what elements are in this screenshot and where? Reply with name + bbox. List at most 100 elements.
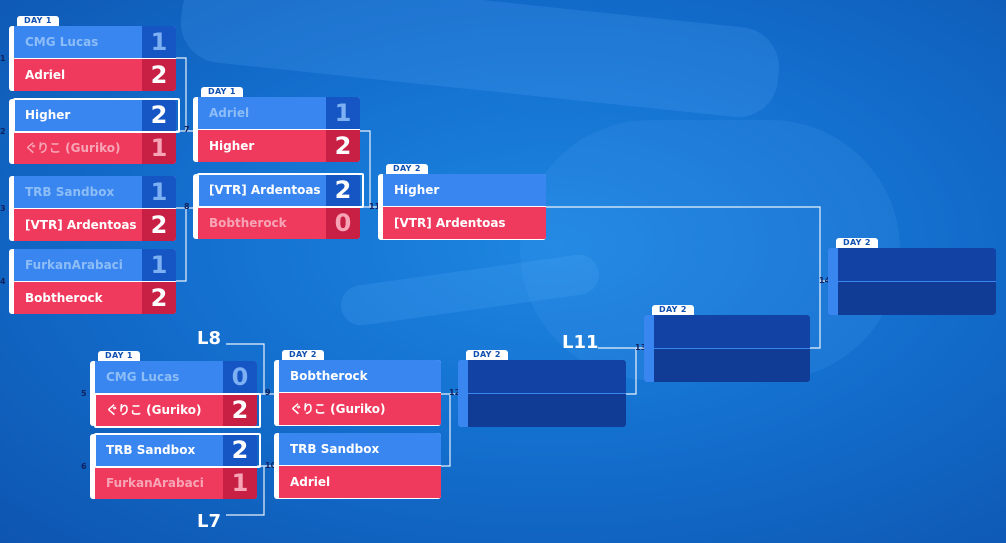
team-name: FurkanArabaci (106, 476, 204, 490)
team-name: Adriel (290, 475, 331, 489)
team-name: TRB Sandbox (25, 185, 115, 199)
team-row[interactable]: Bobtherock 2 (14, 282, 176, 314)
match-card: FurkanArabaci 1 Bobtherock 2 (9, 249, 176, 314)
empty-team-slot[interactable] (468, 394, 626, 427)
team-name: [VTR] Ardentoas (209, 183, 321, 197)
team-name: Adriel (209, 106, 250, 120)
connector (176, 57, 194, 132)
team-score: 2 (142, 59, 176, 91)
team-name: ぐりこ (Guriko) (106, 403, 202, 417)
match-number: 11 (369, 202, 381, 211)
team-name: Higher (209, 139, 255, 153)
team-score: 2 (223, 434, 257, 466)
team-score: 2 (142, 209, 176, 241)
match-number: 6 (81, 462, 87, 471)
team-name: Bobtherock (290, 369, 368, 383)
match-card: Higher [VTR] Ardentoas (378, 174, 546, 240)
team-row[interactable]: TRB Sandbox 1 (14, 176, 176, 208)
team-score: 2 (326, 174, 360, 206)
team-row[interactable]: ぐりこ (Guriko) 1 (14, 132, 176, 164)
team-score: 1 (142, 249, 176, 281)
match-9[interactable]: DAY 2 9 Bobtherock ぐりこ (Guriko) (265, 350, 441, 426)
empty-team-slot[interactable] (838, 248, 996, 281)
match-11[interactable]: DAY 2 11 Higher [VTR] Ardentoas (369, 164, 546, 240)
day-tab: DAY 2 (282, 350, 324, 360)
team-name: Bobtherock (25, 291, 103, 305)
team-row[interactable]: Adriel 1 (198, 97, 360, 129)
match-number: 2 (0, 127, 6, 136)
day-tab: DAY 1 (98, 351, 140, 361)
match-number: 13 (635, 343, 647, 352)
empty-team-slot[interactable] (654, 349, 810, 382)
team-name: Bobtherock (209, 216, 287, 230)
team-row[interactable]: FurkanArabaci 1 (14, 249, 176, 281)
connector (360, 130, 378, 208)
team-row[interactable]: ぐりこ (Guriko) (279, 393, 441, 425)
match-10[interactable]: 10 TRB Sandbox Adriel (265, 433, 441, 499)
team-row[interactable]: [VTR] Ardentoas (383, 207, 546, 239)
team-name: Higher (394, 183, 440, 197)
team-row[interactable]: FurkanArabaci 1 (95, 467, 257, 499)
day-tab: DAY 1 (17, 16, 59, 26)
match-6[interactable]: 6 TRB Sandbox 2 FurkanArabaci 1 (81, 433, 261, 499)
team-name: Higher (25, 108, 71, 122)
day-tab: DAY 2 (466, 350, 508, 360)
team-row[interactable]: TRB Sandbox (279, 433, 441, 465)
connector (176, 207, 187, 282)
team-name: TRB Sandbox (106, 443, 196, 457)
team-score: 1 (142, 132, 176, 164)
empty-team-slot[interactable] (468, 360, 626, 393)
match-12[interactable]: DAY 2 12 (449, 350, 626, 427)
team-name: ぐりこ (Guriko) (25, 141, 121, 155)
team-row[interactable]: ぐりこ (Guriko)2 (95, 394, 257, 426)
team-name: Adriel (25, 68, 66, 82)
day-tab: DAY 2 (836, 238, 878, 248)
team-row[interactable]: Adriel (279, 466, 441, 498)
team-name: CMG Lucas (106, 370, 180, 384)
empty-team-slot[interactable] (654, 315, 810, 348)
day-tab: DAY 2 (386, 164, 428, 174)
empty-team-slot[interactable] (838, 282, 996, 315)
team-score: 0 (326, 207, 360, 239)
empty-match-slot (458, 360, 626, 427)
team-name: TRB Sandbox (290, 442, 380, 456)
match-number: 14 (819, 276, 831, 285)
match-number: 10 (265, 461, 277, 470)
match-14[interactable]: DAY 2 14 (819, 238, 996, 315)
team-score: 2 (142, 282, 176, 314)
match-8[interactable]: 8 [VTR] Ardentoas 2 Bobtherock 0 (184, 173, 364, 239)
team-score: 1 (142, 176, 176, 208)
team-row[interactable]: TRB Sandbox 2 (95, 434, 257, 466)
match-number: 8 (184, 202, 190, 211)
match-number: 1 (0, 54, 6, 63)
team-row[interactable]: Bobtherock 0 (198, 207, 360, 239)
team-score: 1 (326, 97, 360, 129)
team-score: 1 (142, 26, 176, 58)
team-score: 1 (223, 467, 257, 499)
team-row[interactable]: [VTR] Ardentoas 2 (198, 174, 360, 206)
match-card: [VTR] Ardentoas 2 Bobtherock 0 (193, 174, 360, 239)
team-row[interactable]: Bobtherock (279, 360, 441, 392)
team-row[interactable]: Higher (383, 174, 546, 206)
team-name: FurkanArabaci (25, 258, 123, 272)
team-row[interactable]: Higher 2 (198, 130, 360, 162)
match-13[interactable]: DAY 2 13 (635, 305, 810, 382)
team-row[interactable]: Adriel 2 (14, 59, 176, 91)
team-score: 2 (326, 130, 360, 162)
day-tab: DAY 2 (652, 305, 694, 315)
match-number: 9 (265, 388, 271, 397)
day-tab: DAY 1 (201, 87, 243, 97)
